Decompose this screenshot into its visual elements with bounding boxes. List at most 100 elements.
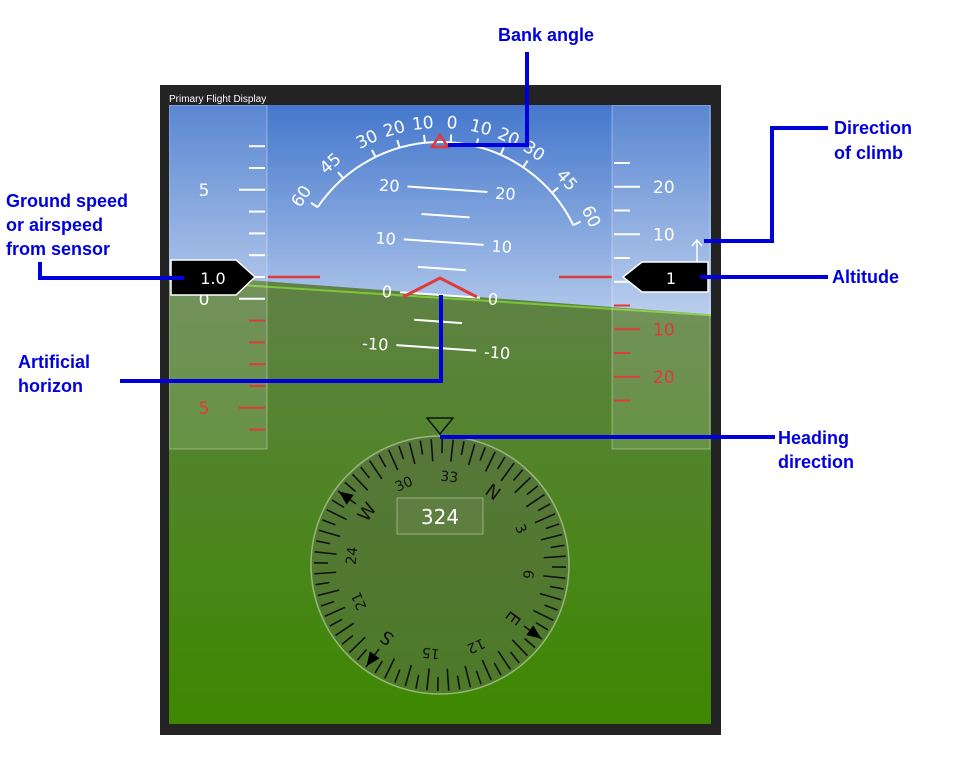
- compass-tick: [331, 499, 345, 509]
- compass-label: 30: [393, 474, 416, 496]
- bank-angle-pointer: [448, 52, 529, 147]
- compass-tick: [419, 440, 424, 455]
- compass-tick: [511, 639, 529, 657]
- annotation-bank-angle: Bank angle: [498, 25, 594, 45]
- horizon-pointer: [120, 295, 443, 383]
- compass-tick: [320, 600, 335, 607]
- altitude-label: 10: [653, 320, 675, 340]
- annotation-speed-2: or airspeed: [6, 215, 103, 235]
- speed-label: 5: [199, 399, 210, 419]
- compass-cardinal-marker-icon: [338, 491, 354, 505]
- compass-tick: [315, 581, 330, 586]
- compass-tick: [484, 451, 496, 472]
- pitch-line: [407, 185, 488, 194]
- pitch-label: -10: [362, 334, 389, 355]
- annotation-climb-2: of climb: [834, 143, 903, 163]
- compass-tick: [460, 441, 465, 456]
- compass-tick: [549, 585, 564, 590]
- bank-tick: [423, 134, 426, 143]
- compass-label: 24: [344, 546, 362, 565]
- compass-tick: [318, 529, 341, 538]
- compass-tick: [535, 621, 549, 631]
- compass-tick: [322, 519, 336, 526]
- compass-tick: [368, 460, 383, 480]
- airspeed-value: 1.0: [200, 269, 225, 288]
- compass-tick: [539, 592, 562, 601]
- compass-tick: [543, 575, 566, 579]
- compass-tick: [316, 540, 331, 545]
- compass-tick: [388, 449, 399, 471]
- compass-tick: [493, 662, 502, 676]
- compass-label: 12: [464, 634, 487, 656]
- annotation-horizon-1: Artificial: [18, 352, 90, 372]
- pitch-line: [403, 238, 484, 246]
- compass-tick: [348, 636, 366, 654]
- compass-tick: [430, 439, 434, 462]
- bank-tick: [310, 201, 319, 209]
- aircraft-symbol-icon: [402, 276, 478, 299]
- compass-tick: [324, 606, 346, 617]
- bank-label: 10: [411, 113, 435, 135]
- compass-label: 15: [421, 644, 440, 662]
- altitude-label: 10: [653, 225, 675, 245]
- pitch-line: [421, 213, 470, 219]
- compass-tick: [500, 462, 515, 482]
- compass-cardinal-marker-icon: [366, 651, 380, 667]
- pitch-line: [414, 318, 463, 325]
- heading-value: 324: [421, 505, 459, 529]
- compass-tick: [344, 481, 356, 493]
- compass-tick: [314, 571, 337, 575]
- compass-tick: [497, 650, 512, 670]
- compass-tick: [450, 439, 454, 462]
- compass-tick: [351, 473, 369, 491]
- pitch-line: [417, 265, 466, 272]
- compass-tick: [360, 466, 371, 479]
- compass-tick: [526, 485, 539, 496]
- speed-pointer: [38, 262, 184, 280]
- speed-label: 5: [199, 181, 210, 201]
- compass-tick: [384, 658, 396, 679]
- compass-label: 21: [349, 589, 371, 612]
- annotation-lines: [38, 52, 828, 439]
- bank-tick: [396, 139, 401, 149]
- pitch-label: 10: [375, 228, 397, 248]
- compass-tick: [326, 509, 347, 521]
- annotation-speed-3: from sensor: [6, 239, 110, 259]
- compass-tick: [415, 674, 420, 689]
- annotation-heading-1: Heading: [778, 428, 849, 448]
- annotation-altitude: Altitude: [832, 267, 899, 287]
- compass-tick: [398, 445, 405, 460]
- compass-tick: [464, 665, 472, 688]
- altitude-label: 20: [653, 178, 675, 198]
- compass-tick: [545, 523, 560, 530]
- pitch-label: 20: [495, 184, 517, 204]
- bank-tick: [337, 171, 345, 179]
- compass-tick: [512, 469, 524, 481]
- airspeed-readout: 1.0: [170, 259, 257, 296]
- compass-tick: [446, 668, 450, 691]
- compass-tick: [314, 551, 337, 555]
- compass-tick: [550, 544, 565, 549]
- bank-tick: [522, 160, 529, 168]
- compass-tick: [408, 442, 416, 465]
- compass-tick: [426, 668, 430, 691]
- window-title: Primary Flight Display: [169, 94, 266, 105]
- heading-box: [396, 497, 484, 535]
- compass-tick: [404, 664, 413, 687]
- bank-tick: [551, 186, 559, 194]
- compass-tick: [525, 493, 545, 508]
- compass-tick: [496, 456, 506, 470]
- compass-tick: [378, 454, 387, 468]
- altitude-readout: 1: [621, 261, 709, 293]
- speed-label: 0: [199, 290, 210, 310]
- pitch-label: 0: [381, 282, 392, 302]
- compass-tick: [533, 609, 554, 621]
- compass-tick: [481, 659, 492, 681]
- pitch-label: 0: [487, 289, 498, 309]
- compass-tick: [356, 649, 368, 661]
- altitude-value: 1: [666, 269, 676, 288]
- bank-tick: [371, 149, 377, 158]
- compass-tick: [329, 618, 343, 627]
- bank-tick: [449, 134, 453, 143]
- compass-tick: [534, 513, 556, 524]
